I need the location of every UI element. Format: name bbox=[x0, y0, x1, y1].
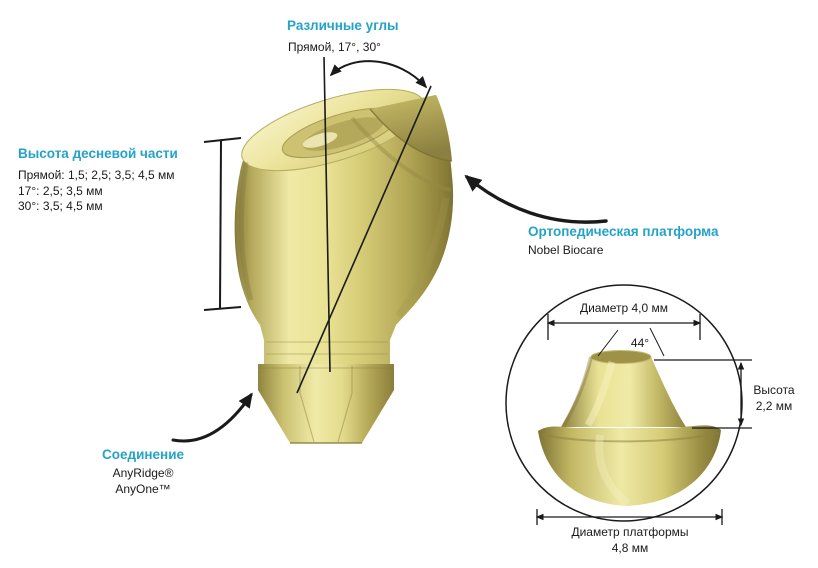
angles-title: Различные углы bbox=[287, 18, 399, 33]
height-dimension bbox=[203, 137, 242, 311]
detail-height-value: 2,2 мм bbox=[755, 398, 793, 413]
platform-render bbox=[538, 350, 721, 507]
abutment-angled-cut bbox=[370, 95, 452, 161]
height-dimension-detail bbox=[654, 359, 752, 429]
detail-top-diameter-label: Диаметр 4,0 мм bbox=[579, 301, 669, 315]
detail-platform-diameter-label: Диаметр платформы bbox=[571, 525, 689, 539]
detail-view bbox=[505, 284, 752, 525]
platform-diameter-dimension bbox=[535, 509, 724, 525]
connection-line-anyridge: AnyRidge® bbox=[112, 466, 174, 480]
abutment-hex-base bbox=[258, 364, 394, 443]
platform-block: Ортопедическая платформа Nobel Biocare bbox=[528, 224, 718, 259]
gingival-height-title: Высота десневой части bbox=[18, 146, 178, 161]
detail-height-label: Высота bbox=[753, 383, 795, 397]
gingival-height-line-30: 30°: 3,5; 4,5 мм bbox=[18, 199, 103, 213]
cone-angle-lines bbox=[597, 327, 665, 357]
abutment-render bbox=[234, 88, 454, 444]
gingival-height-block: Высота десневой части Прямой: 1,5; 2,5; … bbox=[18, 146, 178, 215]
detail-platform-diameter-value: 4,8 мм bbox=[611, 540, 649, 555]
connection-arrow bbox=[171, 392, 253, 443]
platform-title: Ортопедическая платформа bbox=[528, 224, 719, 239]
diameter-dimension-top bbox=[546, 314, 702, 340]
angles-subtitle: Прямой, 17°, 30° bbox=[288, 40, 381, 54]
gingival-height-line-straight: Прямой: 1,5; 2,5; 3,5; 4,5 мм bbox=[18, 168, 175, 182]
detail-platform-diameter-block: Диаметр платформы 4,8 мм bbox=[537, 525, 723, 556]
platform-subtitle: Nobel Biocare bbox=[528, 243, 604, 257]
gingival-height-line-17: 17°: 2,5; 3,5 мм bbox=[18, 183, 103, 198]
detail-height-block: Высота 2,2 мм bbox=[744, 383, 804, 414]
platform-arrow bbox=[464, 174, 608, 224]
connection-block: Соединение AnyRidge® AnyOne™ bbox=[82, 447, 204, 497]
platform-top-opening bbox=[590, 350, 652, 364]
detail-cone-angle-label: 44° bbox=[630, 336, 650, 350]
connection-line-anyone: AnyOne™ bbox=[115, 481, 171, 496]
angle-arc-arrow bbox=[329, 60, 428, 89]
angled-axis-line bbox=[296, 85, 432, 394]
connection-title: Соединение bbox=[102, 447, 184, 462]
